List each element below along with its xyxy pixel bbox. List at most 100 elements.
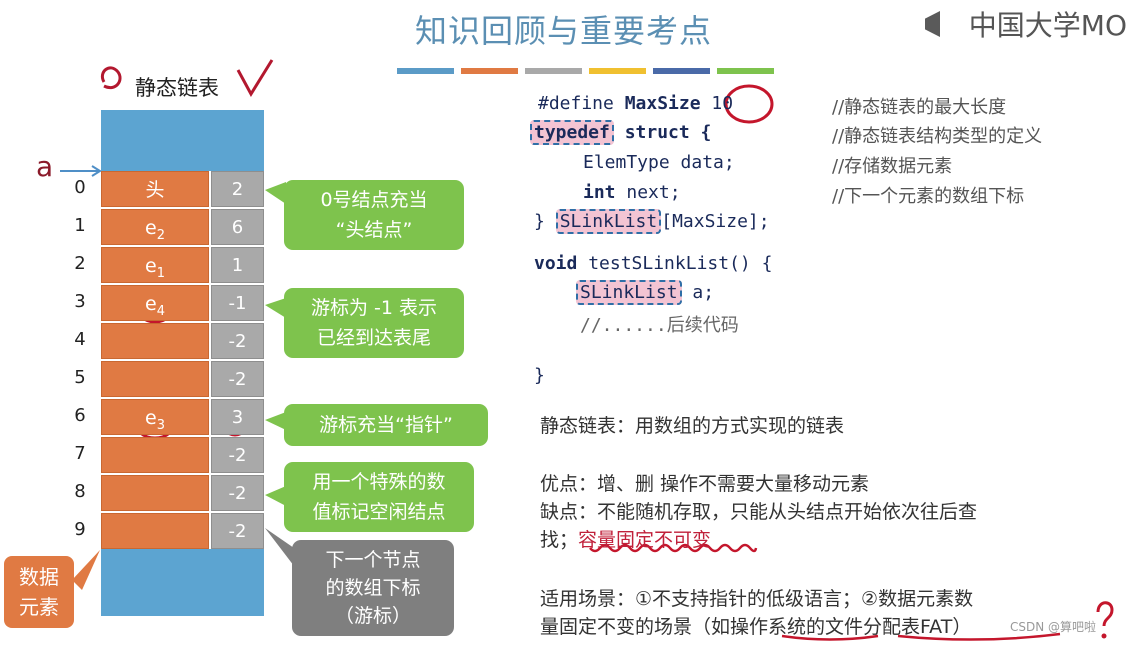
cursor-cell: 1 — [211, 247, 264, 283]
data-cell-label: e1 — [145, 255, 165, 281]
code-comment: //静态链表的最大长度 — [832, 97, 1007, 118]
cursor-cell: -2 — [211, 361, 264, 397]
color-bar — [525, 68, 582, 74]
code-token: void — [534, 253, 578, 274]
code-token: typedef — [530, 120, 614, 145]
row-index: 6 — [74, 405, 86, 426]
row-index: 9 — [74, 519, 86, 540]
code-token: SLinkList — [576, 280, 682, 305]
pointer-label: a — [36, 150, 54, 183]
row-index: 3 — [74, 291, 86, 312]
data-cell — [101, 475, 209, 511]
data-cell — [101, 323, 209, 359]
code-line-data: ElemType data; — [583, 152, 735, 173]
code-token: SLinkList — [555, 209, 662, 234]
row-index: 5 — [74, 367, 86, 388]
label-line: 数据 — [19, 565, 59, 589]
code-line-typedef: typedef struct { — [530, 120, 712, 145]
callout-line: 值标记空闲结点 — [312, 501, 446, 523]
cursor-cell: 3 — [211, 399, 264, 435]
code-line-decl: SLinkList a; — [576, 280, 715, 305]
row-index: 4 — [74, 329, 86, 350]
data-cell: 头 — [101, 171, 209, 207]
code-token: int — [583, 182, 616, 203]
color-bar — [397, 68, 454, 74]
callout-line: 用一个特殊的数 — [312, 471, 446, 493]
callout-next-index: 下一个节点 的数组下标 （游标） — [292, 540, 454, 636]
code-token: struct { — [624, 122, 712, 143]
note-use-cont: 量固定不变的场景（如操作系统的文件分配表FAT） — [540, 616, 972, 638]
handwritten-check-mark — [236, 59, 274, 97]
label-line: 元素 — [19, 595, 59, 619]
callout-tail: 游标为 -1 表示 已经到达表尾 — [284, 288, 464, 358]
callout-line: （游标） — [334, 605, 411, 627]
code-token: #define — [538, 93, 614, 114]
handwritten-circle-mark — [101, 66, 122, 89]
code-line-next: int next; — [583, 182, 681, 203]
note-definition: 静态链表：用数组的方式实现的链表 — [540, 415, 845, 437]
callout-line: 已经到达表尾 — [316, 327, 431, 349]
watermark: CSDN @算吧啦 — [1010, 620, 1097, 634]
color-bar — [461, 68, 518, 74]
code-token: MaxSize — [624, 93, 701, 114]
cursor-cell: 6 — [211, 209, 264, 245]
code-comment: //静态链表结构类型的定义 — [832, 126, 1043, 147]
header-block — [101, 110, 264, 171]
code-comment: //存储数据元素 — [832, 156, 953, 177]
cursor-cell: 2 — [211, 171, 264, 207]
data-cell — [101, 361, 209, 397]
note-highlight: 容量固定不可变 — [578, 529, 712, 551]
data-cell: e3 — [101, 399, 209, 435]
cursor-cell: -2 — [211, 437, 264, 473]
row-index: 8 — [74, 481, 86, 502]
note-pros: 优点：增、删 操作不需要大量移动元素 — [540, 473, 870, 495]
callout-line: 游标充当“指针” — [319, 414, 453, 436]
footer-block — [101, 549, 264, 616]
cursor-cell: -1 — [211, 285, 264, 321]
data-element-label: 数据 元素 — [4, 556, 74, 628]
data-cell — [101, 513, 209, 549]
data-cell: e4 — [101, 285, 209, 321]
row-index: 2 — [74, 253, 86, 274]
data-cell-label: e4 — [145, 293, 165, 319]
code-line-more: //......后续代码 — [580, 315, 739, 336]
color-bar — [653, 68, 710, 74]
brand-logo: 中国大学MO — [924, 4, 1127, 44]
note-text: 找； — [540, 529, 579, 551]
code-line-end: } — [534, 365, 545, 386]
data-cell — [101, 437, 209, 473]
callout-pointer: 游标充当“指针” — [284, 404, 488, 446]
data-cell: e1 — [101, 247, 209, 283]
callout-line: 游标为 -1 表示 — [310, 297, 438, 319]
page-title: 知识回顾与重要考点 — [414, 12, 712, 50]
code-token: [MaxSize]; — [661, 211, 770, 232]
note-cons-cont: 找；容量固定不可变 — [540, 525, 711, 552]
callout-head-node: 0号结点充当 “头结点” — [284, 180, 464, 250]
code-token: a; — [692, 282, 715, 303]
row-index: 1 — [74, 215, 86, 236]
callout-line: 0号结点充当 — [320, 189, 428, 211]
color-bar — [589, 68, 646, 74]
row-index: 0 — [74, 177, 86, 198]
cursor-cell: -2 — [211, 323, 264, 359]
cursor-cell: -2 — [211, 513, 264, 549]
row-index: 7 — [74, 443, 86, 464]
code-token: 10 — [711, 93, 734, 114]
data-cell-label: e3 — [145, 407, 165, 433]
callout-line: “头结点” — [335, 219, 413, 241]
cursor-cell: -2 — [211, 475, 264, 511]
code-token: next; — [626, 182, 681, 203]
logo-text: 中国大学MO — [968, 9, 1127, 42]
question-mark — [1096, 601, 1114, 627]
code-token: testSLinkList() { — [588, 253, 773, 274]
callout-free-node: 用一个特殊的数 值标记空闲结点 — [284, 462, 474, 532]
code-comment: //下一个元素的数组下标 — [832, 186, 1025, 207]
note-use: 适用场景：①不支持指针的低级语言；②数据元素数 — [540, 588, 974, 610]
data-cell: e2 — [101, 209, 209, 245]
note-cons: 缺点：不能随机存取，只能从头结点开始依次往后查 — [540, 501, 978, 523]
code-line-function: void testSLinkList() { — [534, 253, 772, 274]
code-line-close: } SLinkList[MaxSize]; — [534, 209, 770, 234]
data-cell-label: e2 — [145, 217, 165, 243]
list-caption: 静态链表 — [135, 76, 219, 100]
color-bar — [717, 68, 774, 74]
